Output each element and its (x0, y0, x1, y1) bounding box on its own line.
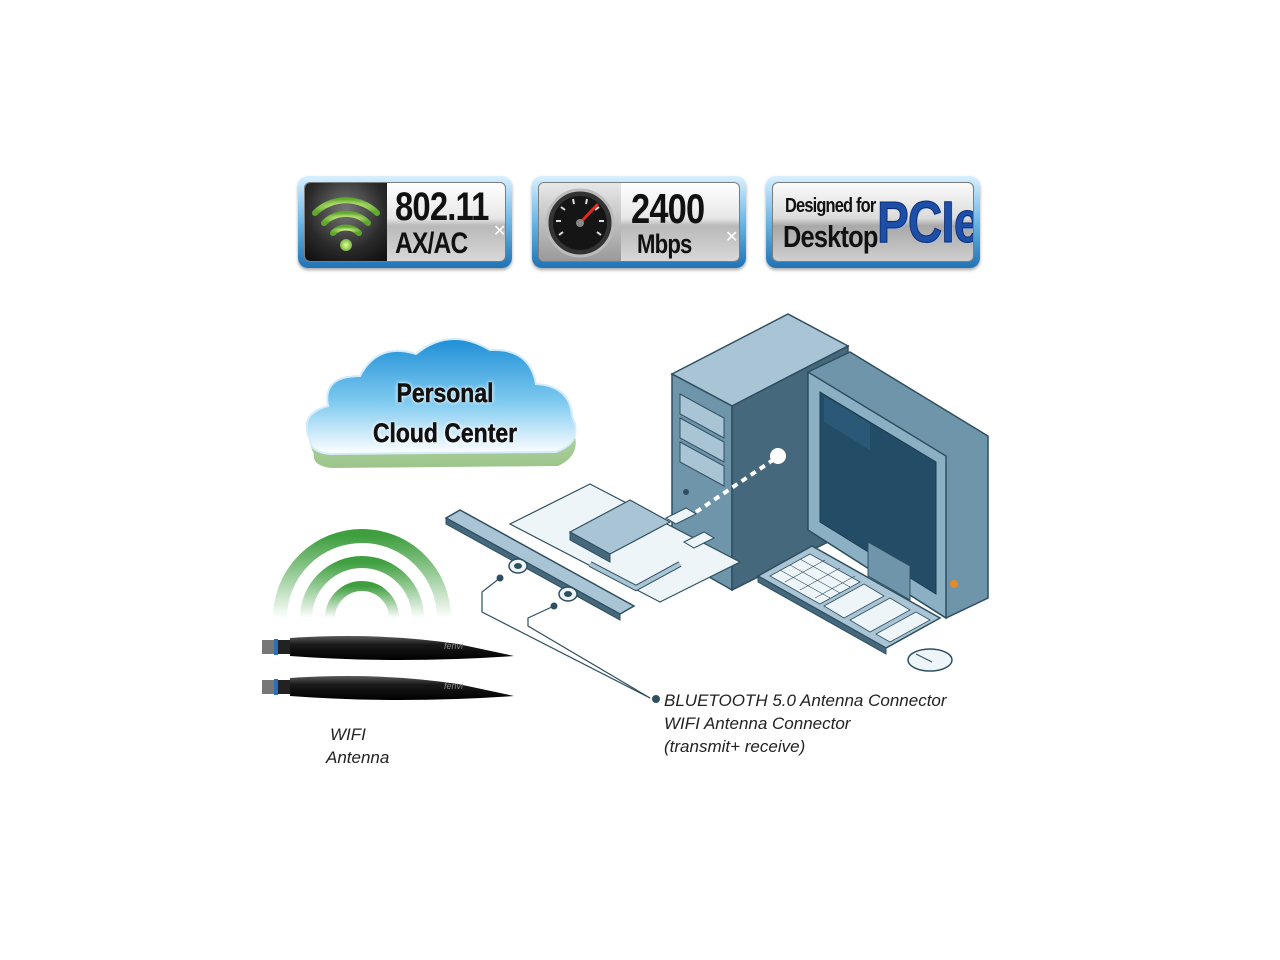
cloud-title-line1: Personal (396, 378, 494, 409)
personal-cloud: Personal Cloud Center (300, 336, 590, 486)
connector-label-line2: WIFI Antenna Connector (664, 714, 851, 733)
computer-diagram (444, 313, 989, 699)
cloud-icon (305, 338, 577, 468)
monitor-icon (807, 351, 989, 620)
pcie-logo-text: PCIe (877, 190, 974, 256)
wifi-antennas (262, 636, 514, 700)
callout-dot-icon (652, 695, 660, 703)
pcie-card-icon (568, 499, 716, 592)
sparkle-icon: ✕ (493, 223, 506, 240)
antenna-brand-top: fenvi (444, 641, 464, 651)
mouse-icon (907, 648, 953, 672)
speed-unit: Mbps (637, 229, 692, 259)
pcie-designed-for: Designed for (785, 195, 876, 217)
speedometer-icon (539, 183, 621, 261)
wifi-standard-badge: 802.11 AX/AC ✕ (298, 176, 512, 268)
wifi-standard-number: 802.11 (395, 185, 489, 229)
antenna-label-line2: Antenna (326, 748, 390, 767)
pcie-badge: Designed for Desktop PCIe (766, 176, 980, 268)
connector-label-line3: (transmit+ receive) (664, 737, 806, 756)
pcie-desktop: Desktop (783, 219, 878, 254)
antenna-label-line1: WIFI (330, 725, 366, 744)
wifi-signal-waves-icon (273, 529, 451, 618)
speed-value: 2400 (631, 185, 705, 232)
antenna-icon (262, 636, 514, 660)
sparkle-icon: ✕ (725, 229, 739, 246)
wifi-standard-bands: AX/AC (395, 227, 468, 260)
speed-badge: 2400 Mbps ✕ (532, 176, 746, 268)
cloud-title-line2: Cloud Center (372, 418, 518, 449)
wifi-icon (305, 183, 387, 261)
antenna-icon (262, 676, 514, 700)
connector-label-line1: BLUETOOTH 5.0 Antenna Connector (664, 691, 947, 710)
antenna-brand-bottom: fenvi (444, 681, 464, 691)
keyboard-icon (756, 545, 942, 655)
